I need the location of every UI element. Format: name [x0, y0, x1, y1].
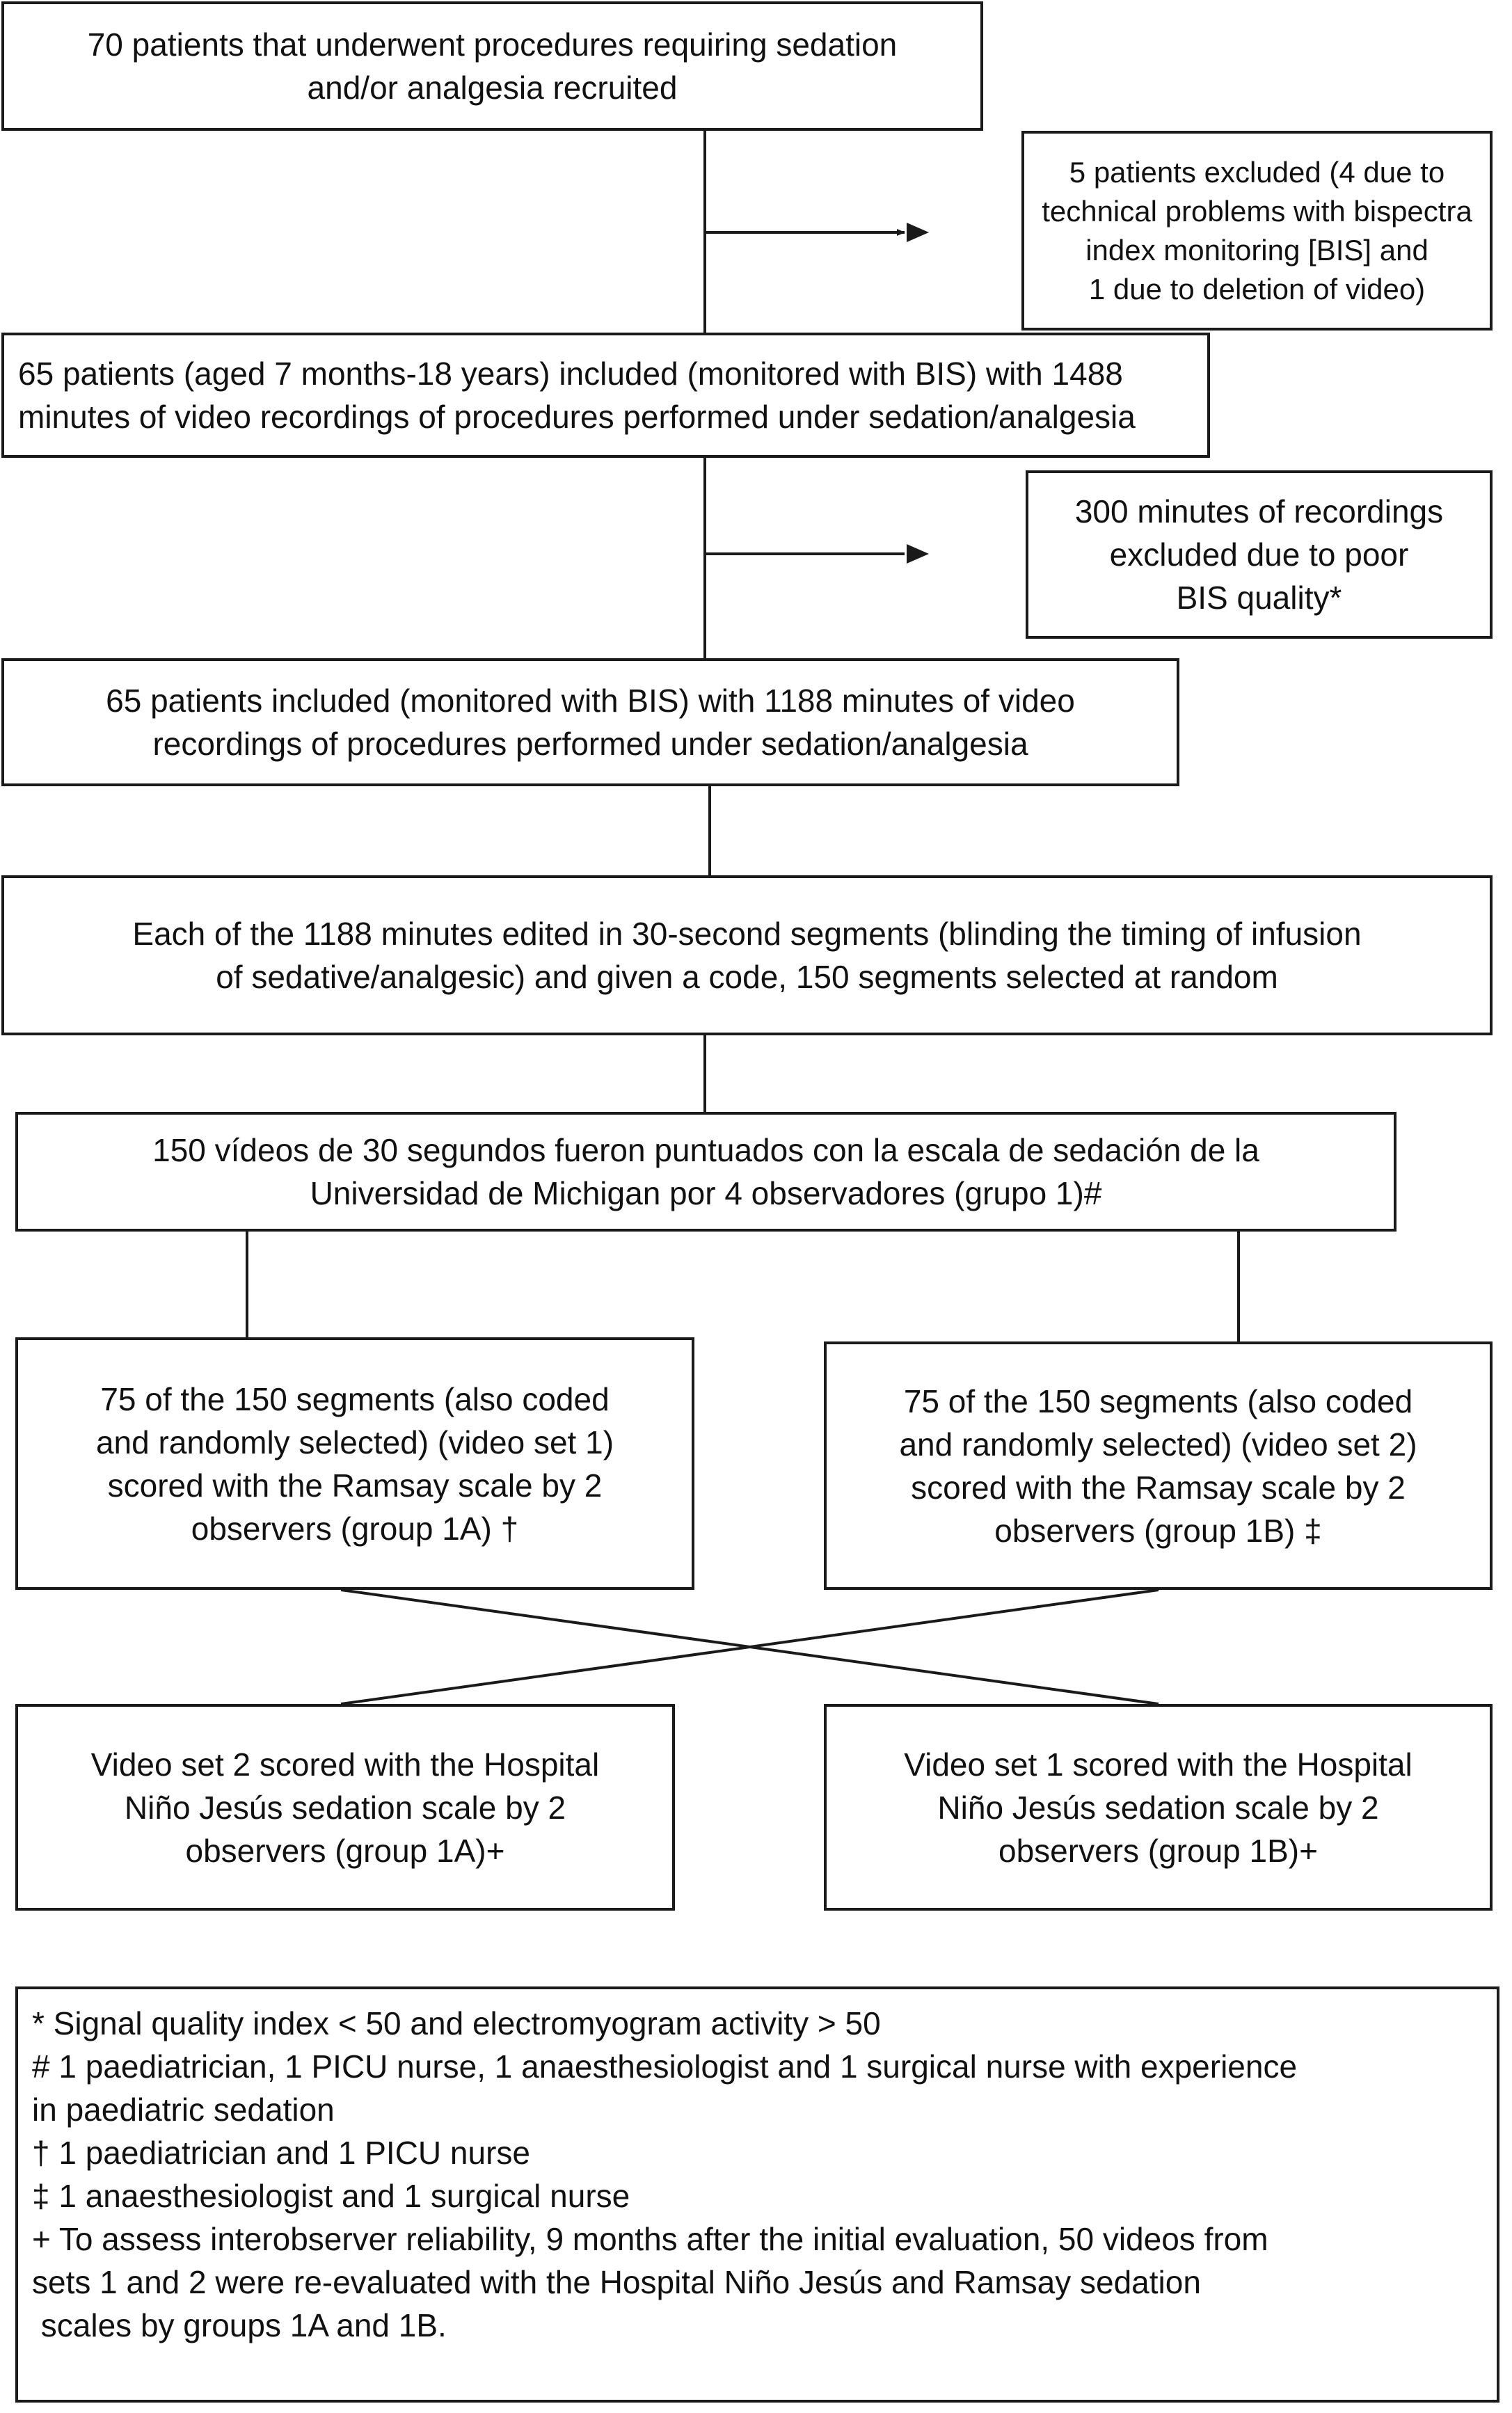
excluded-patients-line: 5 patients excluded (4 due to	[1069, 155, 1445, 189]
recruited-line: 70 patients that underwent procedures re…	[87, 26, 898, 63]
arrowhead-excluded-patients	[907, 223, 929, 242]
cross-line-set2-to-set2-hnj	[340, 1588, 1159, 1705]
set2-hnj-line: Video set 2 scored with the Hospital	[90, 1746, 600, 1783]
set2-ramsay-line: scored with the Ramsay scale by 2	[911, 1469, 1406, 1506]
box-excluded-patients: 5 patients excluded (4 due to technical …	[1021, 131, 1493, 331]
set2-ramsay-line: and randomly selected) (video set 2)	[899, 1426, 1417, 1463]
michigan-line: 150 vídeos de 30 segundos fueron puntuad…	[152, 1132, 1259, 1168]
excluded-minutes-line: BIS quality*	[1176, 580, 1342, 616]
box-video-set-1-ramsay: 75 of the 150 segments (also coded and r…	[15, 1337, 694, 1590]
footnote-line: † 1 paediatrician and 1 PICU nurse	[32, 2135, 530, 2171]
michigan-line: Universidad de Michigan por 4 observador…	[310, 1175, 1102, 1211]
included-1488-line: 65 patients (aged 7 months-18 years) inc…	[18, 356, 1123, 392]
segments-line: Each of the 1188 minutes edited in 30-se…	[132, 916, 1362, 952]
included-1488-line: minutes of video recordings of procedure…	[18, 399, 1136, 435]
set1-hnj-line: Niño Jesús sedation scale by 2	[937, 1789, 1379, 1826]
set1-hnj-line: observers (group 1B)+	[998, 1832, 1318, 1869]
footnote-line: scales by groups 1A and 1B.	[32, 2307, 447, 2343]
excluded-minutes-line: 300 minutes of recordings	[1074, 493, 1444, 529]
excluded-patients-line: index monitoring [BIS] and	[1085, 233, 1429, 266]
excluded-minutes-line: excluded due to poor	[1109, 536, 1409, 573]
excluded-patients-line: 1 due to deletion of video)	[1088, 272, 1426, 305]
set2-ramsay-line: 75 of the 150 segments (also coded	[903, 1383, 1413, 1419]
footnote-line: # 1 paediatrician, 1 PICU nurse, 1 anaes…	[32, 2048, 1298, 2085]
box-included-1188: 65 patients included (monitored with BIS…	[1, 658, 1179, 786]
box-video-set-1-hnj: Video set 1 scored with the Hospital Niñ…	[824, 1704, 1493, 1911]
footnotes-box: * Signal quality index < 50 and electrom…	[15, 1986, 1499, 2403]
footnote-line: ‡ 1 anaesthesiologist and 1 surgical nur…	[32, 2178, 630, 2214]
box-recruited: 70 patients that underwent procedures re…	[1, 1, 983, 131]
box-excluded-minutes: 300 minutes of recordings excluded due t…	[1026, 470, 1493, 639]
box-included-1488: 65 patients (aged 7 months-18 years) inc…	[1, 333, 1210, 458]
set2-hnj-line: Niño Jesús sedation scale by 2	[124, 1789, 566, 1826]
footnote-line: in paediatric sedation	[32, 2092, 335, 2128]
set2-hnj-line: observers (group 1A)+	[185, 1832, 505, 1869]
box-video-set-2-hnj: Video set 2 scored with the Hospital Niñ…	[15, 1704, 675, 1911]
footnote-line: + To assess interobserver reliability, 9…	[32, 2221, 1268, 2257]
box-scored-michigan: 150 vídeos de 30 segundos fueron puntuad…	[15, 1112, 1396, 1232]
set1-ramsay-line: and randomly selected) (video set 1)	[95, 1424, 614, 1460]
footnote-line: sets 1 and 2 were re-evaluated with the …	[32, 2264, 1201, 2300]
set1-hnj-line: Video set 1 scored with the Hospital	[904, 1746, 1412, 1783]
box-segments: Each of the 1188 minutes edited in 30-se…	[1, 875, 1493, 1035]
excluded-patients-line: technical problems with bispectra	[1042, 194, 1472, 228]
set1-ramsay-line: scored with the Ramsay scale by 2	[107, 1467, 603, 1504]
set1-ramsay-line: 75 of the 150 segments (also coded	[100, 1380, 610, 1417]
segments-line: of sedative/analgesic) and given a code,…	[216, 959, 1278, 995]
arrowhead-excluded-minutes	[907, 544, 929, 564]
included-1188-line: recordings of procedures performed under…	[152, 726, 1028, 762]
included-1188-line: 65 patients included (monitored with BIS…	[106, 683, 1075, 719]
recruited-line: and/or analgesia recruited	[307, 70, 678, 106]
box-video-set-2-ramsay: 75 of the 150 segments (also coded and r…	[824, 1341, 1493, 1590]
set2-ramsay-line: observers (group 1B) ‡	[994, 1512, 1322, 1549]
footnote-line: * Signal quality index < 50 and electrom…	[32, 2005, 881, 2041]
set1-ramsay-line: observers (group 1A) †	[191, 1510, 519, 1547]
